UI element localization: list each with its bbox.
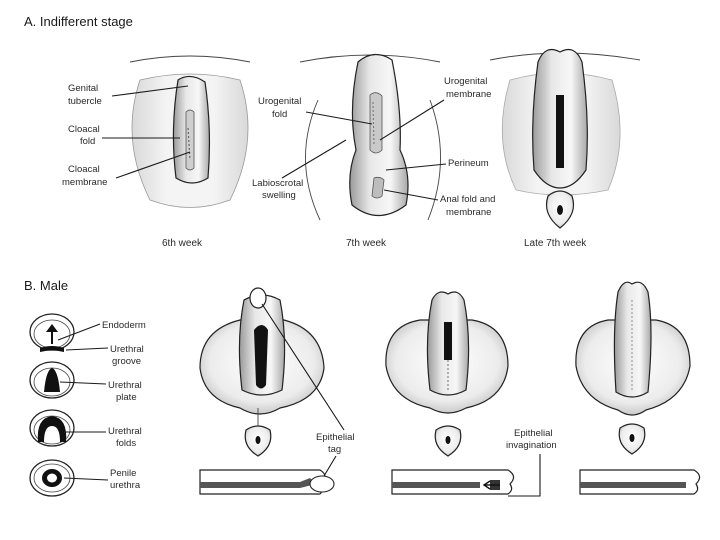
label-penile-urethra-2: urethra <box>110 480 141 491</box>
cross-section-urethral-folds <box>29 409 75 447</box>
label-perineum: Perineum <box>448 158 489 169</box>
stage-label-6th-week: 6th week <box>162 238 203 249</box>
cross-section-endoderm <box>29 313 75 352</box>
label-genital-tubercle-2: tubercle <box>68 96 102 107</box>
cross-section-penile-urethra <box>29 459 75 497</box>
label-urogenital-membrane: Urogenital <box>444 76 487 87</box>
label-urethral-plate: Urethral <box>108 380 142 391</box>
label-labioscrotal-swelling-2: swelling <box>262 190 296 201</box>
stage-7th-week-illustration <box>299 53 441 221</box>
male-stage-1-illustration <box>199 287 335 495</box>
label-anal-fold: Anal fold and <box>440 194 495 205</box>
label-cloacal-fold: Cloacal <box>68 124 100 135</box>
label-penile-urethra: Penile <box>110 468 136 479</box>
label-epithelial-tag: Epithelial <box>316 432 355 443</box>
stage-6th-week-illustration <box>129 55 251 208</box>
label-labioscrotal-swelling: Labioscrotal <box>252 178 303 189</box>
label-epithelial-invagination: Epithelial <box>514 428 553 439</box>
label-urethral-groove-2: groove <box>112 356 141 367</box>
stage-label-7th-week: 7th week <box>346 238 387 249</box>
label-urogenital-fold: Urogenital <box>258 96 301 107</box>
label-urogenital-membrane-2: membrane <box>446 89 491 100</box>
cross-section-urethral-plate <box>29 361 75 399</box>
label-urethral-plate-2: plate <box>116 392 137 403</box>
label-urethral-folds: Urethral <box>108 426 142 437</box>
section-b-title: B. Male <box>24 278 68 293</box>
label-urethral-groove: Urethral <box>110 344 144 355</box>
label-cloacal-membrane: Cloacal <box>68 164 100 175</box>
section-a-title: A. Indifferent stage <box>24 14 133 29</box>
label-endoderm: Endoderm <box>102 320 146 331</box>
male-stage-2-illustration <box>385 291 515 495</box>
label-cloacal-fold-2: fold <box>80 136 95 147</box>
label-cloacal-membrane-2: membrane <box>62 177 107 188</box>
stage-label-late-7th-week: Late 7th week <box>524 238 587 249</box>
male-stage-3-illustration <box>575 281 701 495</box>
label-epithelial-tag-2: tag <box>328 444 341 455</box>
label-urethral-folds-2: folds <box>116 438 136 449</box>
label-anal-fold-2: membrane <box>446 207 491 218</box>
stage-late-7th-week-illustration <box>489 49 641 229</box>
label-epithelial-invagination-2: invagination <box>506 440 557 451</box>
label-genital-tubercle: Genital <box>68 83 98 94</box>
label-urogenital-fold-2: fold <box>272 109 287 120</box>
